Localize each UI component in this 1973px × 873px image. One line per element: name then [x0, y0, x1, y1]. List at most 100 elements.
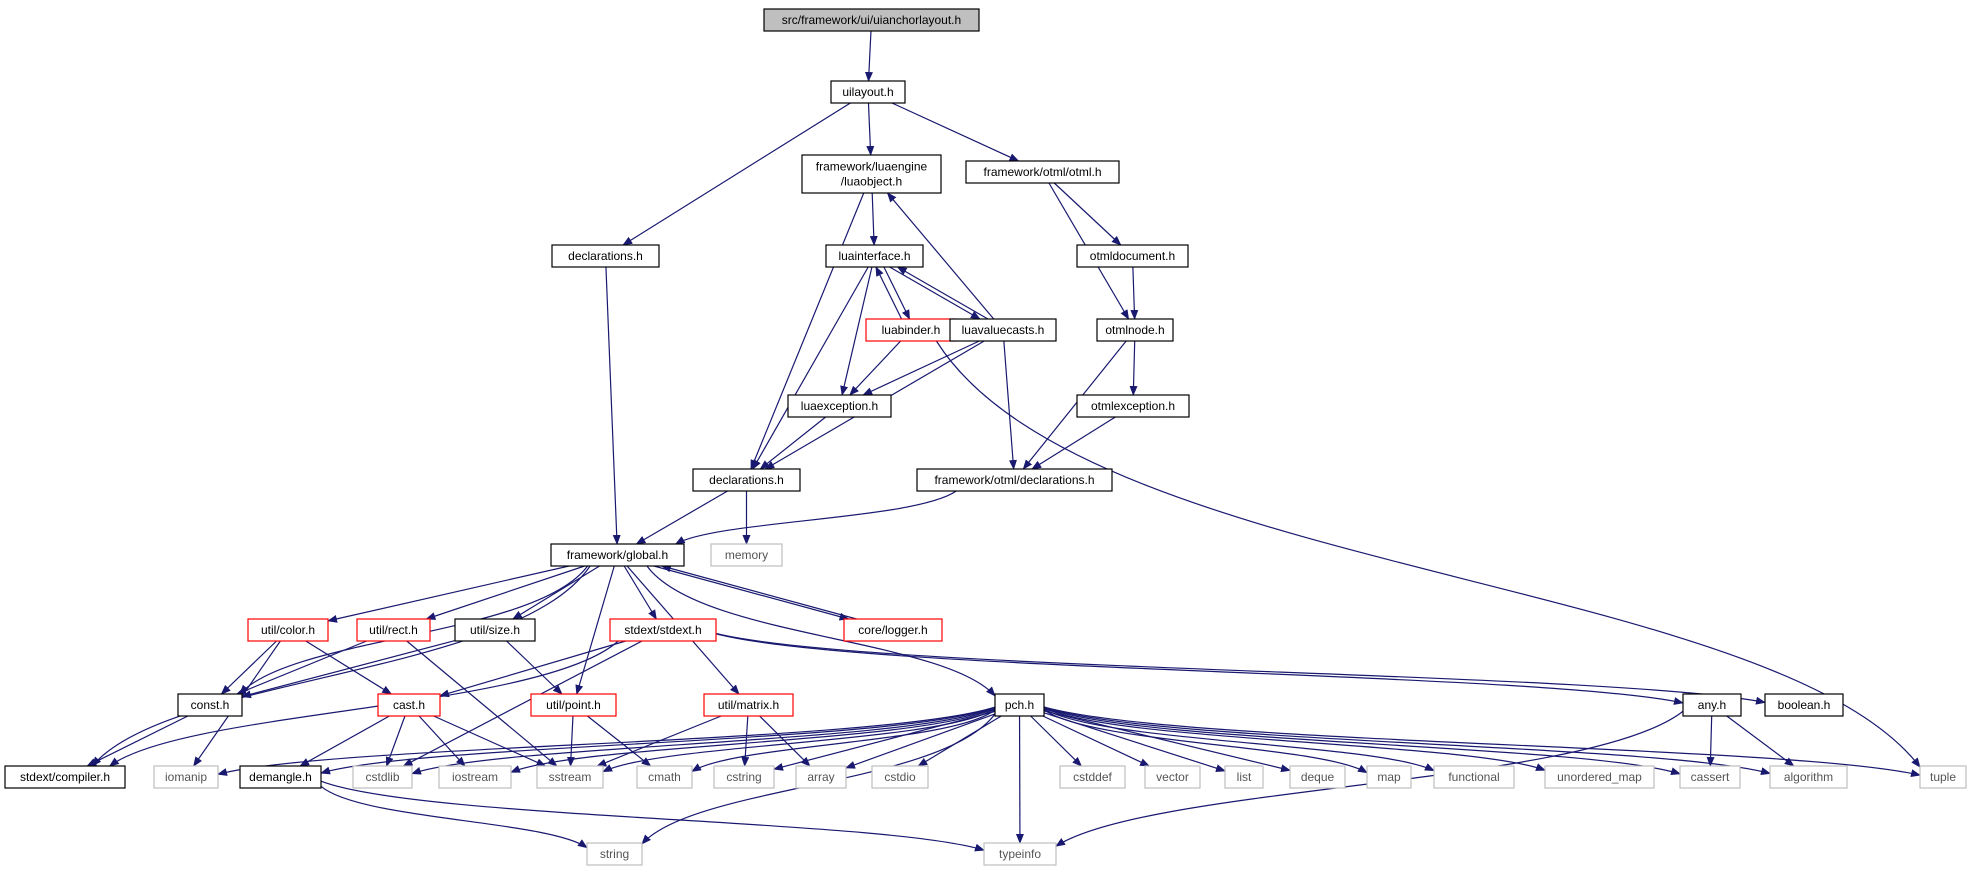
- node-label: core/logger.h: [858, 623, 927, 637]
- node-any[interactable]: any.h: [1682, 693, 1742, 717]
- edge-point-to-cmath: [587, 715, 652, 767]
- edge-luainterface-to-decl_lua: [752, 266, 869, 470]
- node-box: [1679, 765, 1741, 789]
- edge-pch-to-cstdlib: [411, 707, 996, 775]
- node-uilayout[interactable]: uilayout.h: [830, 80, 906, 104]
- node-decl-ui[interactable]: declarations.h: [551, 244, 660, 268]
- edge-size-to-const: [241, 639, 456, 699]
- edge-luavaluecasts-to-luaobject: [886, 192, 995, 320]
- node-const[interactable]: const.h: [177, 693, 243, 717]
- node-decl-lua[interactable]: declarations.h: [692, 468, 801, 492]
- node-rect[interactable]: util/rect.h: [356, 618, 431, 642]
- nodes-layer: src/framework/ui/uianchorlayout.h uilayou…: [4, 8, 1967, 866]
- node-demangle[interactable]: demangle.h: [239, 765, 322, 789]
- node-size[interactable]: util/size.h: [454, 618, 536, 642]
- node-box: [4, 765, 126, 789]
- node-box: [692, 468, 801, 492]
- node-deque: deque: [1289, 765, 1346, 789]
- node-luavaluecasts[interactable]: luavaluecasts.h: [949, 318, 1057, 342]
- node-functional: functional: [1433, 765, 1515, 789]
- node-otmlnode[interactable]: otmlnode.h: [1096, 318, 1174, 342]
- node-luaexception[interactable]: luaexception.h: [787, 394, 892, 418]
- edge-demangle-to-string: [320, 785, 588, 849]
- node-label: util/matrix.h: [718, 698, 779, 712]
- edge-global-to-rect: [425, 565, 585, 620]
- edge-cast-to-sstream: [433, 715, 547, 767]
- edge-otml_decl-to-global: [674, 490, 957, 545]
- node-otmlexception[interactable]: otmlexception.h: [1076, 394, 1190, 418]
- node-label: declarations.h: [709, 473, 784, 487]
- edge-demangle-to-typeinfo: [320, 780, 985, 852]
- edge-uilayout-to-decl_ui: [622, 102, 851, 246]
- node-label: cassert: [1691, 770, 1730, 784]
- node-pch[interactable]: pch.h: [994, 693, 1045, 717]
- edge-cast-to-demangle: [299, 715, 390, 767]
- node-root[interactable]: src/framework/ui/uianchorlayout.h: [763, 8, 980, 32]
- node-luainterface[interactable]: luainterface.h: [825, 244, 924, 268]
- node-label: cast.h: [393, 698, 425, 712]
- node-array: array: [795, 765, 847, 789]
- node-stdext[interactable]: stdext/stdext.h: [609, 618, 717, 642]
- edge-global-to-stdext: [623, 565, 657, 620]
- edge-otmlnode-to-otml_decl: [1022, 340, 1127, 470]
- edge-luainterface-to-luaexception: [840, 266, 873, 396]
- node-otml[interactable]: framework/otml/otml.h: [965, 160, 1120, 184]
- node-cast[interactable]: cast.h: [377, 693, 441, 717]
- edge-otmldocument-to-otmlnode: [1130, 266, 1139, 320]
- edge-otmlnode-to-otmlexception: [1129, 340, 1138, 396]
- node-otmldocument[interactable]: otmldocument.h: [1076, 244, 1189, 268]
- edge-any-to-algorithm: [1726, 715, 1795, 767]
- node-compiler[interactable]: stdext/compiler.h: [4, 765, 126, 789]
- node-box: [949, 318, 1057, 342]
- edge-pch-to-iomanip: [217, 706, 996, 776]
- edge-luavaluecasts-to-luaexception: [862, 340, 980, 396]
- node-box: [377, 693, 441, 717]
- node-color[interactable]: util/color.h: [247, 618, 329, 642]
- node-label: framework/otml/declarations.h: [934, 473, 1094, 487]
- node-box: [438, 765, 512, 789]
- edge-pch-to-algorithm: [1043, 706, 1771, 775]
- node-matrix[interactable]: util/matrix.h: [703, 693, 794, 717]
- node-typeinfo: typeinfo: [983, 842, 1057, 866]
- node-box: [1764, 693, 1844, 717]
- node-luaobject[interactable]: framework/luaengine/luaobject.h: [801, 154, 942, 194]
- node-box: [551, 244, 660, 268]
- edge-luabinder-to-luainterface: [875, 266, 903, 320]
- node-iostream: iostream: [438, 765, 512, 789]
- edge-decl_lua-to-global: [635, 490, 728, 545]
- node-otml-decl[interactable]: framework/otml/declarations.h: [916, 468, 1113, 492]
- node-luabinder[interactable]: luabinder.h: [865, 318, 957, 342]
- edge-stdext-to-compiler: [108, 640, 619, 767]
- node-label: cmath: [648, 770, 681, 784]
- node-iomanip: iomanip: [153, 765, 219, 789]
- node-boolean[interactable]: boolean.h: [1764, 693, 1844, 717]
- edge-stdext-to-boolean: [715, 632, 1766, 705]
- node-point[interactable]: util/point.h: [530, 693, 617, 717]
- node-label: cstddef: [1073, 770, 1112, 784]
- node-label: /luaobject.h: [841, 175, 902, 189]
- node-label: iostream: [452, 770, 498, 784]
- node-global[interactable]: framework/global.h: [550, 543, 685, 567]
- node-label: typeinfo: [999, 847, 1041, 861]
- node-label: unordered_map: [1557, 770, 1642, 784]
- node-list: list: [1224, 765, 1264, 789]
- node-box: [356, 618, 431, 642]
- edge-luavaluecasts-to-luainterface: [896, 266, 989, 320]
- node-box: [710, 543, 783, 567]
- node-box: [983, 842, 1057, 866]
- node-box: [825, 244, 924, 268]
- edge-decl_ui-to-global: [605, 266, 621, 545]
- edge-cast-to-iostream: [418, 715, 466, 767]
- node-box: [1224, 765, 1264, 789]
- node-box: [530, 693, 617, 717]
- edge-luainterface-to-luavaluecasts: [889, 266, 981, 320]
- node-box: [1769, 765, 1848, 789]
- edge-pch-to-cmath: [691, 709, 996, 772]
- edge-any-to-cassert: [1706, 715, 1715, 767]
- node-cassert: cassert: [1679, 765, 1741, 789]
- node-logger[interactable]: core/logger.h: [843, 618, 943, 642]
- node-label: luavaluecasts.h: [962, 323, 1045, 337]
- edge-pch-to-cstring: [773, 710, 996, 771]
- node-label: array: [807, 770, 834, 784]
- edge-pch-to-tuple: [1043, 706, 1921, 778]
